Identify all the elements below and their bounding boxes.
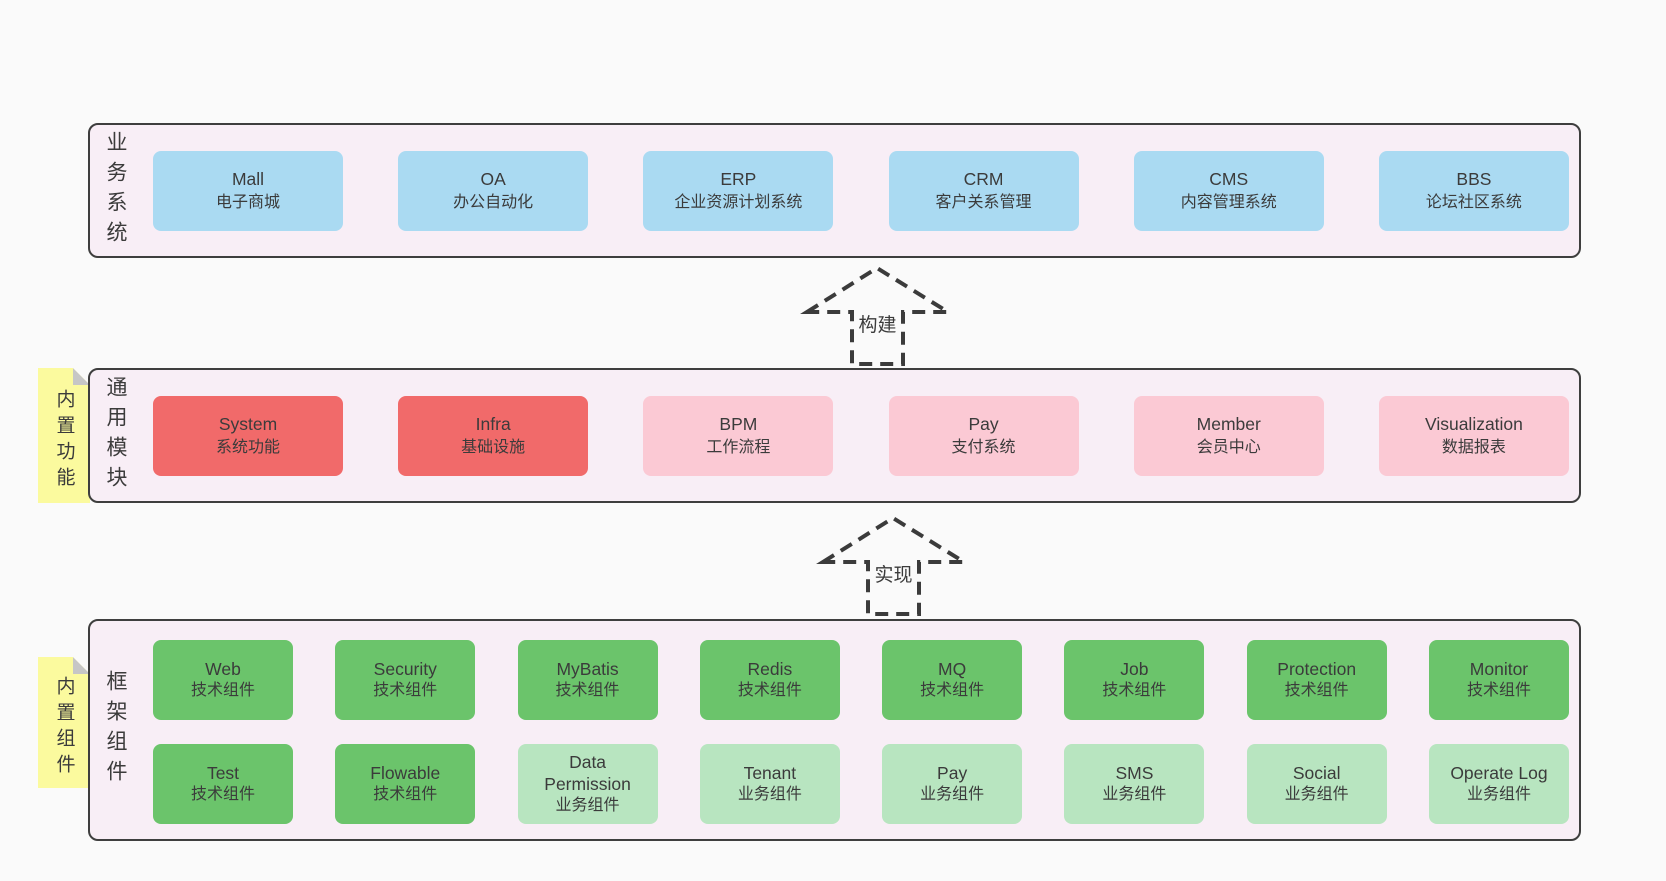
band-framework-label: 框架组件 [104,670,127,790]
box-pay: Pay 支付系统 [888,396,1079,476]
sticky-note-built-in-components: 内置组件 [38,657,90,788]
band-business-label: 业务系统 [104,130,127,251]
box-bbs: BBS 论坛社区系统 [1378,151,1569,231]
box-social: Social 业务组件 [1246,744,1387,824]
box-security: Security 技术组件 [335,640,476,720]
box-crm: CRM 客户关系管理 [888,151,1079,231]
box-pay-component: Pay 业务组件 [882,744,1023,824]
box-mall: Mall 电子商城 [153,151,343,231]
arrow-implement: 实现 [816,510,971,618]
sticky-note-text: 内置功能 [53,388,75,493]
box-erp: ERP 企业资源计划系统 [643,151,834,231]
box-redis: Redis 技术组件 [699,640,840,720]
modules-box-row: System 系统功能 Infra 基础设施 BPM 工作流程 Pay 支付系统… [153,396,1569,476]
business-box-row: Mall 电子商城 OA 办公自动化 ERP 企业资源计划系统 CRM 客户关系… [153,151,1569,231]
band-modules-label: 通用模块 [104,375,127,496]
arrow-build-label: 构建 [854,310,901,337]
box-sms: SMS 业务组件 [1064,744,1205,824]
framework-box-row-2: Test 技术组件 Flowable 技术组件 Data Permission … [153,744,1569,824]
box-data-permission: Data Permission 业务组件 [517,744,658,824]
box-mybatis: MyBatis 技术组件 [517,640,658,720]
sticky-note-text: 内置组件 [53,675,75,780]
box-cms: CMS 内容管理系统 [1133,151,1324,231]
box-system: System 系统功能 [153,396,343,476]
box-job: Job 技术组件 [1064,640,1205,720]
box-infra: Infra 基础设施 [398,396,589,476]
box-monitor: Monitor 技术组件 [1428,640,1569,720]
box-web: Web 技术组件 [153,640,293,720]
box-bpm: BPM 工作流程 [643,396,834,476]
box-operate-log: Operate Log 业务组件 [1428,744,1569,824]
box-test: Test 技术组件 [153,744,293,824]
arrow-implement-label: 实现 [870,560,917,587]
box-mq: MQ 技术组件 [882,640,1023,720]
box-visualization: Visualization 数据报表 [1378,396,1569,476]
box-protection: Protection 技术组件 [1246,640,1387,720]
framework-box-row-1: Web 技术组件 Security 技术组件 MyBatis 技术组件 Redi… [153,640,1569,720]
sticky-note-built-in-features: 内置功能 [38,368,90,503]
box-flowable: Flowable 技术组件 [335,744,476,824]
band-framework-components: 框架组件 Web 技术组件 Security 技术组件 MyBatis 技术组件… [88,619,1581,841]
box-oa: OA 办公自动化 [398,151,589,231]
box-tenant: Tenant 业务组件 [699,744,840,824]
band-business-systems: 业务系统 Mall 电子商城 OA 办公自动化 ERP 企业资源计划系统 CRM… [88,123,1581,258]
arrow-build: 构建 [800,260,955,368]
band-common-modules: 通用模块 System 系统功能 Infra 基础设施 BPM 工作流程 Pay… [88,368,1581,503]
box-member: Member 会员中心 [1133,396,1324,476]
